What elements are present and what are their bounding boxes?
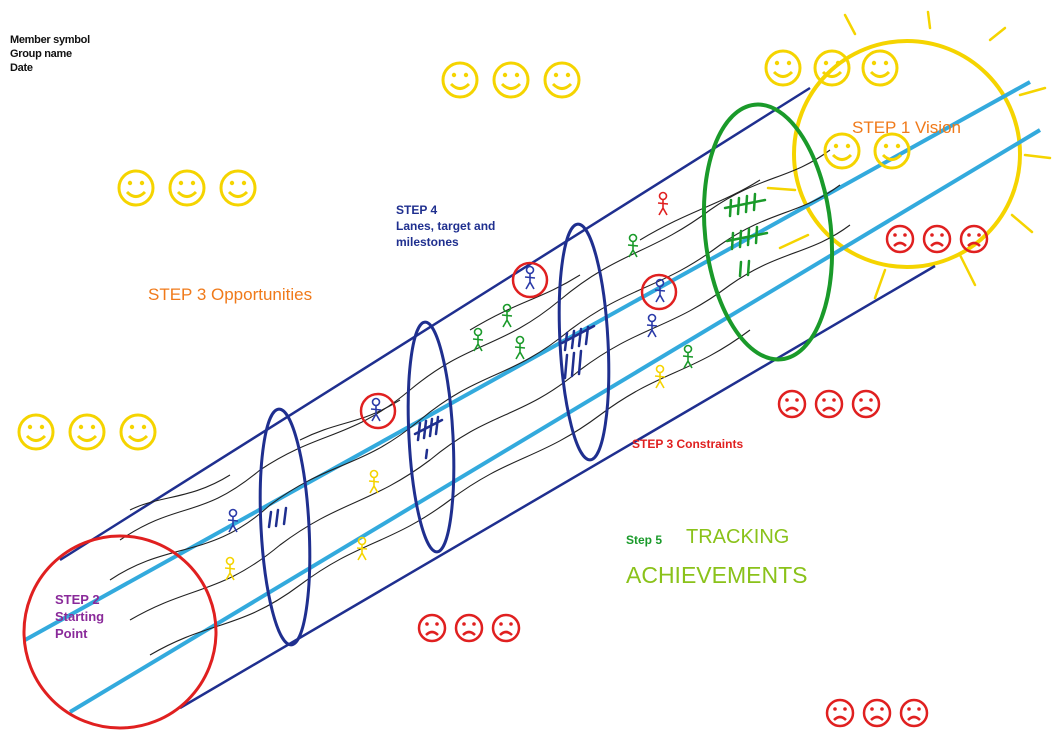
step5-label: Step 5 [626, 533, 663, 547]
opportunities-label: STEP 3 Opportunities [148, 285, 313, 304]
milestone-tally-marks [723, 192, 769, 278]
milestone-rings [258, 222, 611, 647]
achievements-label: ACHIEVEMENTS [626, 562, 808, 588]
starting-point-line-1: STEP 2 [55, 592, 100, 607]
constraints-label: STEP 3 Constraints [632, 437, 744, 451]
group-name-line: Group name [10, 48, 72, 60]
tracking-label: TRACKING [686, 526, 790, 548]
lanes-label-line-1: STEP 4 [396, 203, 438, 217]
highlight-circles [359, 261, 678, 430]
sun-icon [766, 10, 1052, 300]
date-line: Date [10, 62, 33, 74]
frown-icon [417, 224, 989, 728]
target-ring [701, 102, 835, 362]
vision-label: STEP 1 Vision [852, 118, 961, 137]
member-symbol-line: Member symbol [10, 34, 90, 46]
header-info: Member symbol Group name Date [10, 34, 90, 76]
starting-point-line-3: Point [55, 625, 88, 641]
lanes-label-line-3: milestones [396, 235, 459, 250]
starting-point-line-2: Starting [55, 608, 105, 624]
lane-lines [24, 80, 1042, 714]
stick-figure-icon [224, 191, 694, 581]
tally-marks-icon [267, 324, 596, 529]
starting-point-circle [22, 534, 218, 730]
lanes-label-line-2: Lanes, target and [396, 219, 496, 234]
lanes-label: STEP 4 Lanes, target and milestones [396, 202, 495, 251]
starting-point-label: STEP 2 Starting Point [55, 592, 104, 643]
